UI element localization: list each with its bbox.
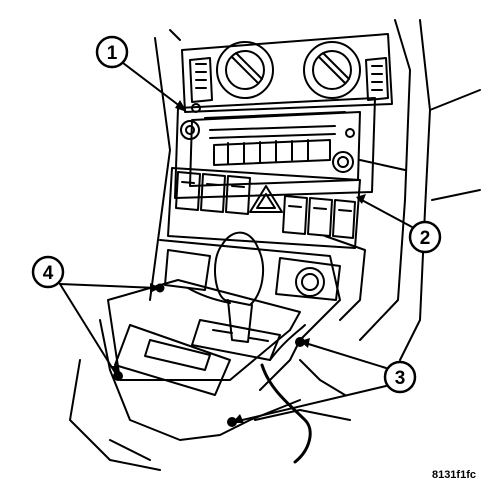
wiring-harness [187, 287, 312, 464]
callout-circle [31, 255, 65, 289]
callout-label: 2 [420, 228, 431, 249]
callout-label: 3 [395, 368, 406, 389]
switch-bezel [167, 167, 361, 249]
callout-4: 4 [31, 255, 65, 289]
leader-arrowheads [110, 100, 366, 423]
leader-lines [59, 62, 413, 423]
callout-circle [383, 360, 417, 394]
radio-unit [174, 97, 376, 199]
center-console [69, 239, 351, 471]
callout-2: 2 [408, 220, 442, 254]
callout-label: 1 [107, 43, 118, 64]
callout-1: 1 [95, 35, 129, 69]
figure-id: 8131f1fc [432, 469, 476, 481]
upper-dial-panel [181, 33, 393, 113]
callout-3: 3 [383, 360, 417, 394]
callout-circle [408, 220, 442, 254]
dashboard-outline [149, 19, 481, 361]
screw-markers [113, 283, 305, 427]
callout-circle [95, 35, 129, 69]
callout-label: 4 [43, 263, 54, 284]
